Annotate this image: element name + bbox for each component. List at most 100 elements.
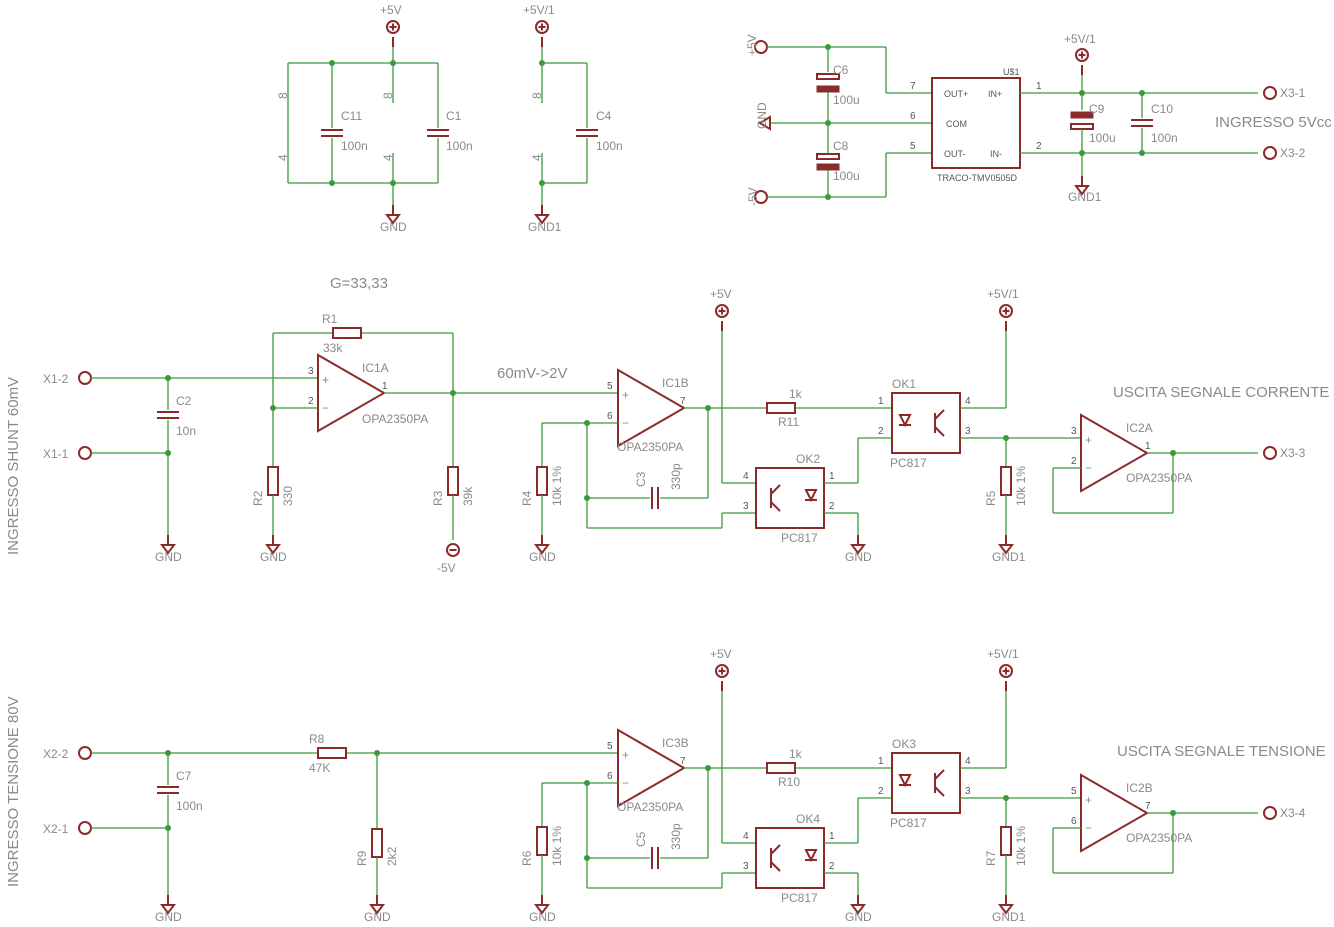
c5-label: C5 [634,831,648,847]
ic2a-plus: + [1085,433,1092,447]
pin4-c: 4 [530,154,544,161]
ok2-pin2: 2 [829,501,835,512]
r5-value: 10k 1% [1014,466,1028,506]
gnd-c7: GND [155,910,182,924]
pin6: 6 [910,111,916,122]
conv-m5v-label: -5V [746,187,760,206]
c9-value: 100u [1089,131,1116,145]
ok3-pin2: 2 [878,786,884,797]
ic2a-label: IC2A [1126,421,1153,435]
ic2b-pin6: 6 [1071,816,1077,827]
c5-value: 330p [669,823,683,850]
pin8-b: 8 [381,92,395,99]
c8-label: C8 [833,139,849,153]
r3-value: 39k [461,486,475,506]
ic2a-part: OPA2350PA [1126,471,1192,485]
u1-label: U$1 [1003,67,1020,77]
p5v-ok2: +5V [710,287,732,301]
pin4-b: 4 [381,154,395,161]
ingresso-label: INGRESSO 5Vcc [1215,114,1332,131]
r9-label: R9 [355,850,369,866]
ic3b-pin5: 5 [607,741,613,752]
c3-label: C3 [634,471,648,487]
ic3b-part: OPA2350PA [617,800,683,814]
x33-label: X3-3 [1280,446,1306,460]
r10-value: 1k [789,747,803,761]
r2-value: 330 [281,486,295,506]
r10-label: R10 [778,775,800,789]
current-side-label: INGRESSO SHUNT 60mV [5,377,22,555]
ic1a-plus: + [322,373,329,387]
ok3-pin1: 1 [878,756,884,767]
ok3-part: PC817 [890,816,927,830]
gnd-r2: GND [260,550,287,564]
ic1a-pin2: 2 [308,396,314,407]
pin1: 1 [1036,81,1042,92]
ic3b-label: IC3B [662,736,689,750]
r7-value: 10k 1% [1014,826,1028,866]
conv-gnd1-label: GND1 [1068,190,1102,204]
gnd-r9: GND [364,910,391,924]
x21-label: X2-1 [43,822,69,836]
ok3-label: OK3 [892,737,916,751]
converter-block: +5V C6 100u GND C8 100u -5V OUT+ COM OUT… [745,32,1332,206]
ic1a-minus: − [322,401,329,415]
r11-value: 1k [789,387,803,401]
ok4-pin2: 2 [829,861,835,872]
ok2-pin4: 4 [743,471,749,482]
x32-label: X3-2 [1280,146,1306,160]
x11-label: X1-1 [43,447,69,461]
c7-label: C7 [176,769,192,783]
ok1-pin1: 1 [878,396,884,407]
r8-label: R8 [309,732,325,746]
gnd-ok4: GND [845,910,872,924]
c3-value: 330p [669,463,683,490]
p5v1-ok3: +5V/1 [987,647,1019,661]
r11-label: R11 [778,415,799,429]
gnd-label: GND [380,220,407,234]
r1-label: R1 [322,312,338,326]
voltage-channel: INGRESSO TENSIONE 80V X2-2 X2-1 GND C7 1… [5,647,1326,924]
c11-label: C11 [341,109,362,123]
c9-label: C9 [1089,102,1105,116]
ic2b-pin5: 5 [1071,786,1077,797]
c6-value: 100u [833,93,860,107]
r9-value: 2k2 [385,846,399,866]
x31-label: X3-1 [1280,86,1306,100]
ratio-label: 60mV->2V [497,365,567,382]
converter-part: TRACO-TMV0505D [937,173,1018,183]
conv-gnd-label: GND [755,102,769,129]
ic2a-pin1: 1 [1145,441,1151,452]
uscita-tensione: USCITA SEGNALE TENSIONE [1117,743,1326,760]
ic2a-pin2: 2 [1071,456,1077,467]
r1-value: 33k [323,341,343,355]
supply-decoupling-block: +5V GND C11 100n C1 100n 8 4 8 4 +5V/1 [276,3,623,234]
ok2-pin1: 1 [829,471,835,482]
c4-label: C4 [596,109,612,123]
ic3b-plus: + [622,748,629,762]
pin4-a: 4 [276,154,290,161]
ic2b-plus: + [1085,793,1092,807]
current-channel: INGRESSO SHUNT 60mV G=33,33 60mV->2V X1-… [5,275,1329,575]
c10-value: 100n [1151,131,1178,145]
ok1-pin2: 2 [878,426,884,437]
r5-label: R5 [984,490,998,506]
c2-label: C2 [176,394,192,408]
c1-label: C1 [446,109,462,123]
x22-label: X2-2 [43,747,69,761]
ic1b-pin6: 6 [607,411,613,422]
converter-module [931,77,1021,169]
pin8-c: 8 [530,92,544,99]
ok1-part: PC817 [890,456,927,470]
pin2: 2 [1036,141,1042,152]
gnd1-label: GND1 [528,220,562,234]
gain-label: G=33,33 [330,275,388,292]
ic1b-label: IC1B [662,376,689,390]
r4-value: 10k 1% [550,466,564,506]
ic1a-label: IC1A [362,361,389,375]
c10-label: C10 [1151,102,1173,116]
in-minus: IN- [990,149,1002,159]
ic2a-minus: − [1085,461,1092,475]
gnd-r4: GND [529,550,556,564]
